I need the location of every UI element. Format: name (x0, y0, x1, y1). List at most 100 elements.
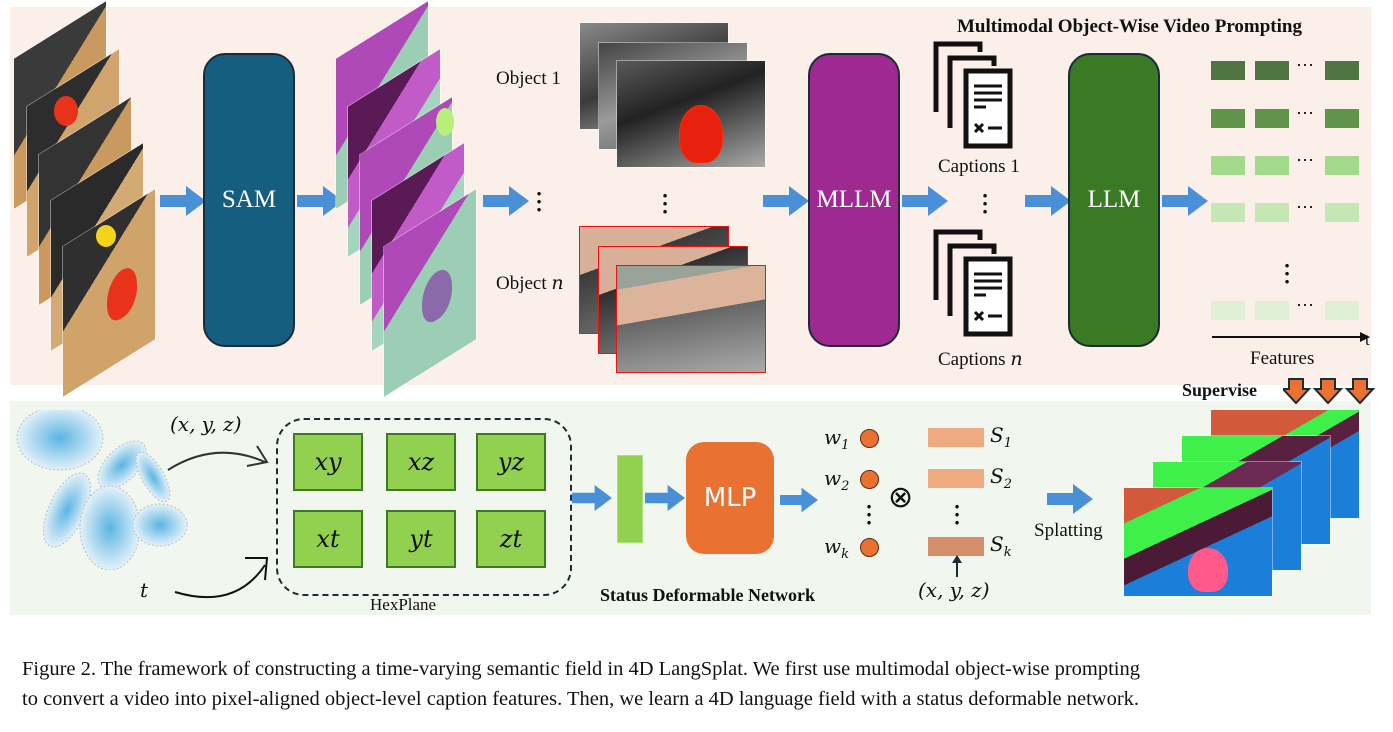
mlp-label: MLP (703, 483, 757, 513)
pink-egg-feature (1188, 548, 1228, 592)
tensor-product-icon: ⊗ (888, 480, 914, 515)
feature-cell (1325, 109, 1359, 128)
hexplane-cell-xt: xt (293, 510, 363, 568)
feature-cell (1255, 156, 1289, 175)
arrow-right-icon (780, 487, 818, 513)
horizontal-ellipsis: ⋯ (1296, 197, 1314, 217)
weight-label: w1 (824, 425, 850, 453)
state-label: S1 (990, 423, 1012, 451)
feature-cell (1211, 156, 1245, 175)
feature-cell (1255, 109, 1289, 128)
object-1-label: Object 1 (496, 68, 561, 89)
supervise-label: Supervise (1182, 380, 1258, 400)
gaussian (97, 440, 147, 490)
feature-cell (1211, 61, 1245, 80)
feature-cell (1255, 61, 1289, 80)
features-label: Features (1250, 348, 1315, 369)
vertical-ellipsis: ··· (865, 494, 873, 535)
down-arrow-icon (1312, 378, 1344, 405)
hexplane-cell-yt: yt (386, 510, 456, 568)
gaussian (132, 503, 188, 547)
object-frame (617, 61, 765, 167)
feature-cell (1211, 301, 1245, 320)
gaussian (79, 485, 141, 570)
masked-red-egg (679, 105, 723, 163)
horizontal-ellipsis: ⋯ (1296, 150, 1314, 170)
weight-dot (860, 429, 879, 448)
horizontal-ellipsis: ⋯ (1296, 295, 1314, 315)
arrow-right-icon (160, 186, 206, 216)
arrow-right-icon (483, 186, 529, 216)
hexplane-label: HexPlane (370, 595, 437, 614)
gaussian (16, 410, 104, 471)
vertical-ellipsis: ··· (953, 494, 961, 535)
vertical-ellipsis: ··· (535, 181, 543, 222)
state-label: Sk (990, 532, 1012, 560)
arrow-right-icon (1025, 186, 1071, 216)
supervise-arrows (1283, 378, 1375, 405)
up-arrow-icon (952, 555, 962, 577)
arrow-right-icon (645, 484, 685, 512)
arrow-right-icon (572, 484, 612, 512)
hexplane-cell-zt: zt (476, 510, 546, 568)
feature-cell (1255, 301, 1289, 320)
hexplane-cell-xy: xy (293, 433, 363, 491)
red-toy-egg (54, 96, 78, 126)
state-label: S2 (990, 464, 1012, 492)
document-stack-icon (933, 229, 1013, 337)
figure-caption: Figure 2. The framework of constructing … (22, 654, 1382, 714)
state-input-label: (x, y, z) (918, 578, 990, 602)
segmented-white-egg (436, 108, 454, 136)
gaussian-ellipsoids (16, 410, 188, 570)
time-axis-arrow (1212, 332, 1370, 342)
arrow-right-icon (763, 186, 809, 216)
weight-dot (860, 538, 879, 557)
sam-block: SAM (203, 53, 295, 347)
down-arrow-icon (1344, 378, 1375, 405)
mllm-block: MLLM (808, 53, 900, 347)
captions-n-prefix: Captions (938, 349, 1011, 370)
captions-1-label: Captions 1 (938, 156, 1020, 177)
gaussian (135, 451, 171, 503)
feature-vector-bar (617, 455, 643, 543)
horizontal-ellipsis: ⋯ (1296, 55, 1314, 75)
object-frame (616, 265, 766, 373)
mllm-label: MLLM (816, 186, 892, 213)
captions-n-label: Captions n (938, 348, 1023, 371)
state-bar (928, 537, 984, 556)
xyz-input-label: (x, y, z) (170, 412, 242, 436)
weight-dot (860, 470, 879, 489)
arrow-right-icon (902, 186, 948, 216)
sam-label: SAM (221, 186, 277, 213)
object-n-var: n (551, 272, 564, 294)
prompting-section-title: Multimodal Object-Wise Video Prompting (957, 16, 1302, 37)
hexplane-container (276, 418, 572, 596)
arrow-right-icon (1162, 186, 1208, 216)
red-toy-egg (107, 260, 137, 328)
feature-map (1124, 488, 1272, 596)
down-arrow-icon (1283, 378, 1312, 405)
time-input-label: t (140, 578, 149, 602)
vertical-ellipsis: ··· (661, 183, 669, 224)
segmented-egg (422, 262, 452, 329)
hexplane-cell-xz: xz (386, 433, 456, 491)
state-bar (928, 428, 984, 447)
feature-cell (1211, 109, 1245, 128)
caption-line-1: Figure 2. The framework of constructing … (22, 658, 1141, 680)
deformable-section-title: Status Deformable Network (600, 585, 815, 605)
horizontal-ellipsis: ⋯ (1296, 103, 1314, 123)
time-axis-label: t (1365, 330, 1370, 349)
feature-cell (1325, 156, 1359, 175)
splatting-label: Splatting (1034, 520, 1103, 541)
feature-cell (1325, 301, 1359, 320)
captions-n-var: n (1010, 348, 1023, 370)
yellow-toy-egg (96, 225, 116, 247)
object-n-prefix: Object (496, 273, 552, 294)
arrow-right-icon (1047, 484, 1093, 514)
input-curved-arrows (167, 445, 269, 599)
state-bar (928, 469, 984, 488)
object-n-label: Object n (496, 272, 564, 295)
llm-block: LLM (1068, 53, 1160, 347)
vertical-ellipsis: ··· (1283, 253, 1291, 294)
feature-cell (1211, 203, 1245, 222)
